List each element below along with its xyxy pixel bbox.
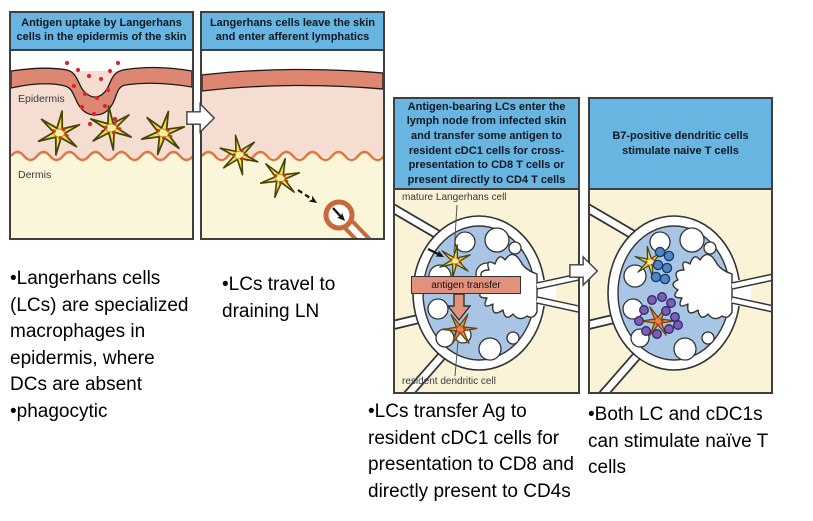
panel4-header: B7-positive dendritic cells stimulate na… [590, 99, 771, 190]
resident-dc-label: resident dendritic cell [402, 376, 496, 387]
antigen-transfer-arrow-icon [447, 293, 471, 321]
flow-arrow-2-icon [569, 255, 599, 287]
note-stimulate-t-cells: •Both LC and cDC1s can stimulate naïve T… [588, 404, 768, 479]
entry-arrow [332, 207, 343, 219]
efferent-lymphatics [731, 273, 771, 313]
entry-arrowhead-icon [336, 212, 345, 221]
entering-arrowhead-icon [435, 250, 444, 257]
panel2-skin-diagram [202, 51, 383, 238]
resident-dc-pointer-line [454, 340, 459, 377]
panel-t-cell-stimulation: B7-positive dendritic cells stimulate na… [588, 97, 773, 394]
mature-lc-pointer-line [453, 204, 458, 254]
panel3-lymph-node-diagram: mature Langerhans cell antigen transfer … [395, 190, 578, 392]
panel1-header: Antigen uptake by Langerhans cells in th… [11, 13, 192, 51]
dermis-region [11, 152, 192, 238]
stratum-corneum-breach [11, 66, 192, 116]
antigen-transfer-box: antigen transfer [411, 276, 521, 294]
panel3-header: Antigen-bearing LCs enter the lymph node… [395, 99, 578, 190]
skin-diagram-wounded [11, 60, 192, 238]
migration-arrowhead-icon [308, 195, 317, 203]
stratum-corneum [202, 68, 383, 92]
basement-membrane-wave [11, 150, 192, 162]
dermis-label: Dermis [18, 169, 52, 181]
panel-antigen-transfer: Antigen-bearing LCs enter the lymph node… [393, 97, 580, 394]
panel1-skin-diagram: Epidermis Dermis [11, 51, 192, 238]
note-bullet: •phagocytic [10, 400, 108, 422]
flow-arrow-1-icon [186, 102, 216, 134]
panel2-header: Langerhans cells leave the skin and ente… [202, 13, 383, 51]
panel-lcs-leave-skin: Langerhans cells leave the skin and ente… [200, 11, 385, 240]
entering-arrow [427, 248, 441, 256]
note-langerhans-cells: •Langerhans cells (LCs) are specialized … [10, 266, 195, 426]
panel-antigen-uptake: Antigen uptake by Langerhans cells in th… [9, 11, 194, 240]
lymph-node-stimulation-scene [590, 203, 771, 392]
note-antigen-transfer: •LCs transfer Ag to resident cDC1 cells … [368, 401, 574, 502]
panel4-lymph-node-diagram [590, 190, 771, 392]
note-lcs-travel: •LCs travel to draining LN [222, 274, 336, 322]
node-medulla [672, 253, 733, 320]
epidermis-label: Epidermis [18, 93, 65, 105]
lymphatic-vessel-lumen [346, 222, 366, 238]
note-bullet: •Langerhans cells (LCs) are specialized … [10, 268, 189, 396]
migration-arrow [297, 189, 314, 201]
skin-diagram-migration [202, 68, 383, 238]
mature-lc-label: mature Langerhans cell [402, 192, 507, 203]
